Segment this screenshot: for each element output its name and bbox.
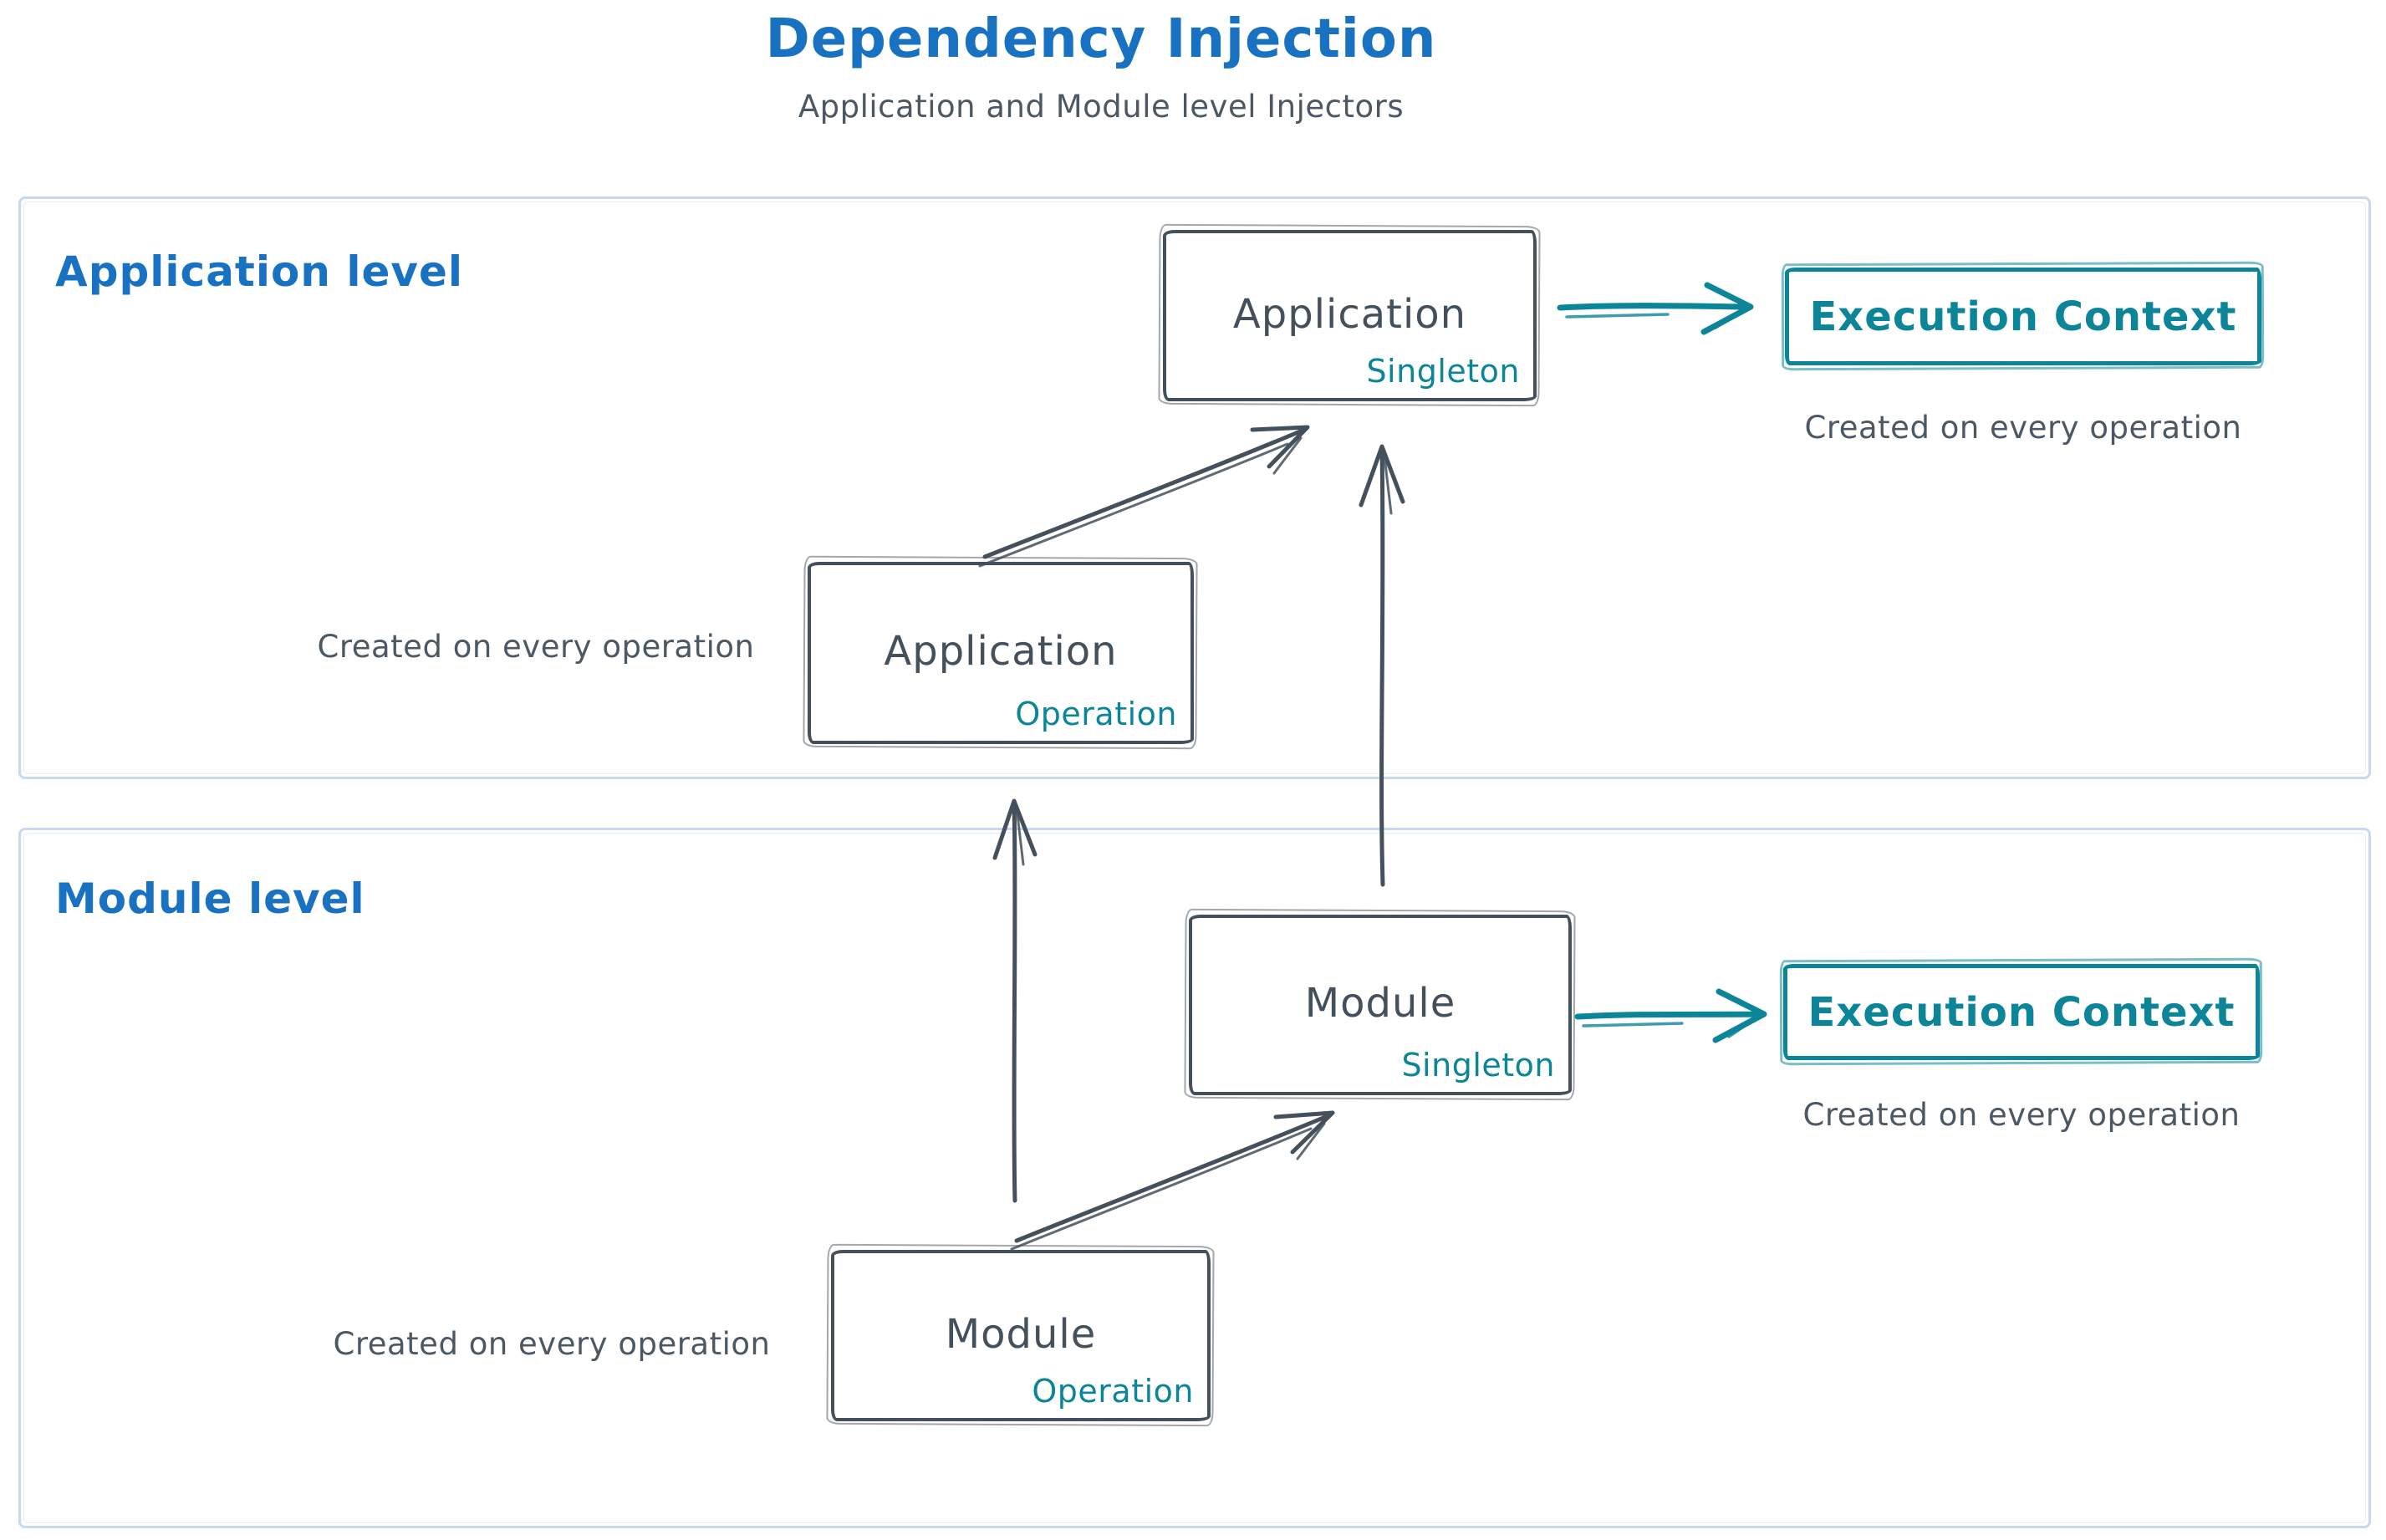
module-level-region: [18, 828, 2371, 1528]
execution-context-module-title: Execution Context: [1807, 988, 2236, 1036]
execution-context-app-node: Execution Context: [1785, 268, 2261, 365]
execution-context-app-caption: Created on every operation: [1804, 410, 2242, 446]
diagram-header: Dependency Injection Application and Mod…: [750, 8, 1452, 125]
app-operation-title: Application: [884, 627, 1118, 675]
app-singleton-badge: Singleton: [1366, 353, 1520, 390]
diagram-subtitle: Application and Module level Injectors: [798, 89, 1405, 125]
execution-context-module-caption: Created on every operation: [1802, 1097, 2241, 1133]
app-singleton-node: Application Singleton: [1163, 230, 1537, 401]
application-level-region: [18, 196, 2371, 779]
module-singleton-title: Module: [1304, 979, 1456, 1027]
application-level-label: Application level: [55, 247, 464, 296]
app-operation-node: Application Operation: [808, 562, 1194, 744]
execution-context-module-node: Execution Context: [1783, 964, 2260, 1060]
module-operation-badge: Operation: [1032, 1373, 1194, 1410]
diagram-title: Dependency Injection: [765, 8, 1437, 70]
module-operation-node: Module Operation: [831, 1250, 1211, 1421]
module-operation-caption: Created on every operation: [333, 1326, 771, 1362]
app-operation-caption: Created on every operation: [317, 629, 755, 665]
module-singleton-node: Module Singleton: [1189, 915, 1572, 1095]
execution-context-app-title: Execution Context: [1809, 293, 2237, 340]
module-level-label: Module level: [55, 875, 365, 923]
module-singleton-badge: Singleton: [1401, 1047, 1555, 1084]
app-singleton-title: Application: [1232, 290, 1467, 338]
module-operation-title: Module: [945, 1310, 1097, 1358]
app-operation-badge: Operation: [1015, 696, 1177, 732]
